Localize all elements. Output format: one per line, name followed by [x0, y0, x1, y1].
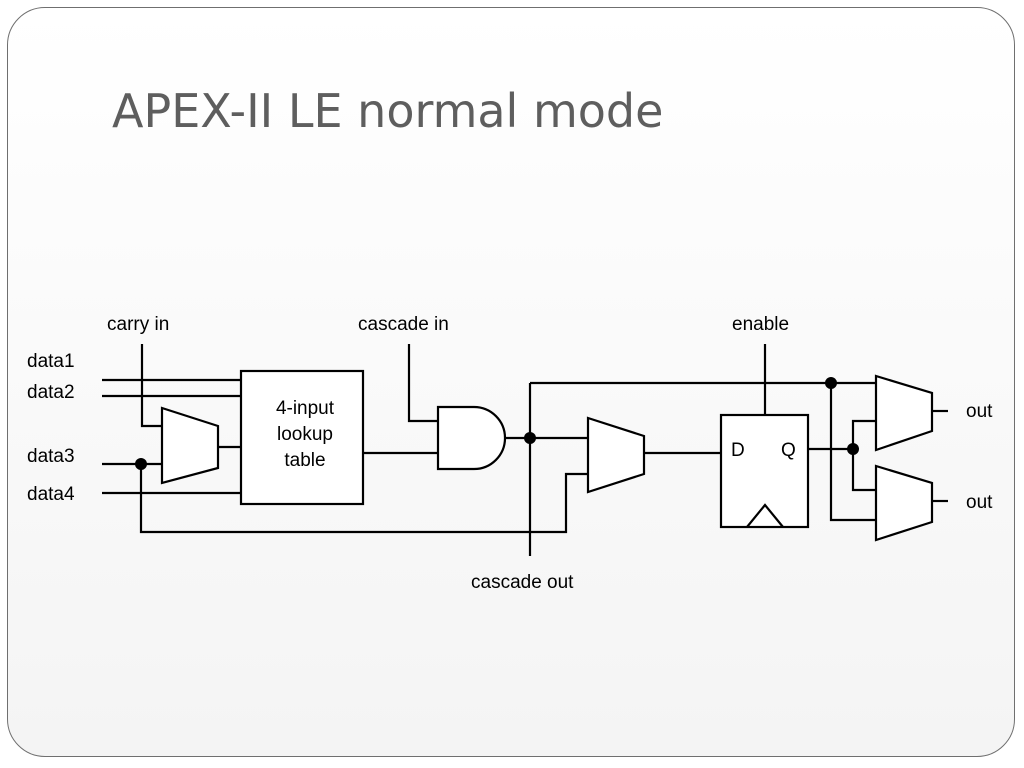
label-data1: data1	[27, 351, 75, 372]
label-ff-d: D	[731, 440, 745, 461]
junction-q	[847, 443, 859, 455]
lut-label-line1: 4-input	[276, 398, 335, 419]
wire-cascade-in	[407, 344, 438, 423]
wire-carry-in	[140, 344, 162, 428]
label-out-top: out	[966, 401, 993, 422]
junction-cascade	[524, 432, 536, 444]
out-mux-top	[874, 374, 934, 452]
label-cascade-out: cascade out	[471, 572, 574, 593]
carry-in-mux	[160, 406, 220, 485]
lookup-table-block	[239, 369, 365, 506]
label-data2: data2	[27, 382, 75, 403]
label-out-bottom: out	[966, 492, 993, 513]
d-flip-flop	[719, 413, 810, 529]
cascade-and-gate	[436, 405, 507, 471]
wire-q-to-out-top	[851, 419, 876, 449]
wire-q-to-out-bottom	[851, 449, 876, 492]
junction-comb-bus	[825, 377, 837, 389]
lut-label-line2: lookup	[277, 424, 333, 445]
clock-triangle-icon	[746, 503, 784, 528]
slide-title: APEX-II LE normal mode	[112, 84, 664, 138]
junction-data3	[135, 458, 147, 470]
label-carry-in: carry in	[107, 314, 169, 335]
lut-label-line3: table	[284, 450, 325, 471]
wires	[102, 344, 948, 556]
output-select-mux	[586, 416, 646, 494]
label-cascade-in: cascade in	[358, 314, 449, 335]
wire-data3-bypass	[139, 464, 588, 534]
wire-comb-to-out-bottom	[829, 383, 876, 522]
out-mux-bottom	[874, 464, 934, 542]
label-enable: enable	[732, 314, 789, 335]
label-data3: data3	[27, 446, 75, 467]
label-data4: data4	[27, 484, 75, 505]
label-ff-q: Q	[781, 440, 796, 461]
